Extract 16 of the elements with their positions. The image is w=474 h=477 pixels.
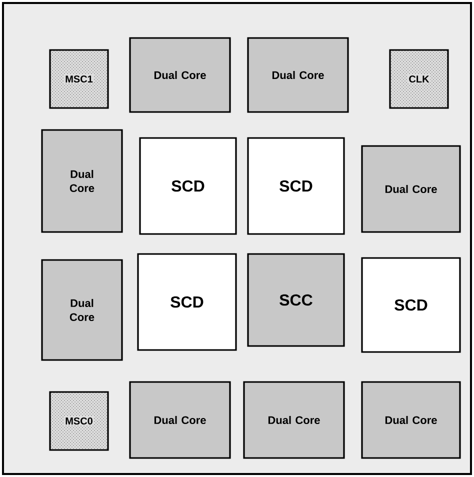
dual-core-block: Dual Core (41, 129, 123, 233)
dual-core-block: Dual Core (129, 381, 231, 459)
msc-block: CLK (389, 49, 449, 109)
dual-core-block: Dual Core (247, 37, 349, 113)
dual-core-block: Dual Core (361, 145, 461, 233)
scd-block: SCD (139, 137, 237, 235)
scd-block: SCD (361, 257, 461, 353)
scc-block: SCC (247, 253, 345, 347)
scd-block: SCD (247, 137, 345, 235)
msc-block: MSC0 (49, 391, 109, 451)
dual-core-block: Dual Core (129, 37, 231, 113)
scd-block: SCD (137, 253, 237, 351)
dual-core-block: Dual Core (41, 259, 123, 361)
dual-core-block: Dual Core (361, 381, 461, 459)
msc-block: MSC1 (49, 49, 109, 109)
dual-core-block: Dual Core (243, 381, 345, 459)
